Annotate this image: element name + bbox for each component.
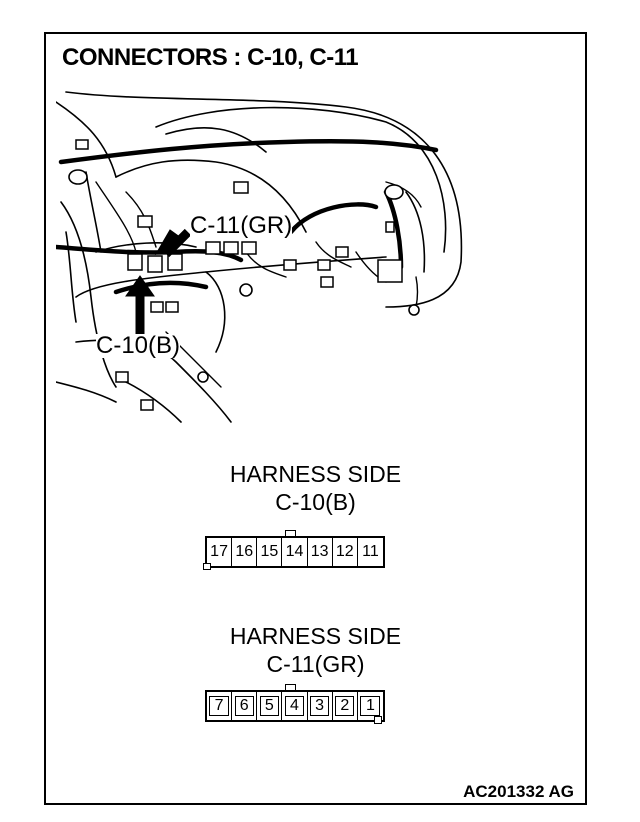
- pin-number: 11: [362, 543, 379, 560]
- pin-cell: 4: [282, 692, 308, 720]
- figure-code: AC201332 AG: [463, 782, 574, 801]
- pin-cell: 5: [257, 692, 283, 720]
- pin-number: 6: [234, 695, 254, 717]
- pin-number: 4: [284, 695, 305, 717]
- pin-number: 5: [259, 695, 279, 717]
- figure-frame: [44, 32, 587, 805]
- connector-c10-foot: [203, 563, 211, 570]
- harness-side-c11-name: C-11(GR): [266, 651, 365, 677]
- harness-illustration: [56, 91, 463, 423]
- pin-number: 12: [335, 543, 354, 560]
- connector-c11-foot: [374, 716, 382, 724]
- pin-number: 13: [310, 543, 329, 560]
- pin-cell: 15: [257, 538, 283, 566]
- pin-cell: 3: [308, 692, 333, 720]
- pin-cell: 16: [232, 538, 258, 566]
- pin-number: 3: [309, 695, 330, 717]
- pin-cell: 11: [358, 538, 383, 566]
- harness-side-c11-label: HARNESS SIDE: [229, 623, 402, 649]
- pin-number: 1: [360, 695, 381, 717]
- harness-side-c10-name: C-10(B): [275, 489, 356, 515]
- pin-cell: 6: [232, 692, 258, 720]
- pin-cell: 13: [308, 538, 333, 566]
- callout-c10: C-10(B): [96, 332, 181, 359]
- pin-number: 14: [285, 543, 304, 560]
- pin-number: 7: [209, 695, 229, 717]
- callout-c11: C-11(GR): [190, 212, 293, 239]
- page-title: CONNECTORS : C-10, C-11: [62, 44, 359, 71]
- pin-cell: 14: [282, 538, 308, 566]
- pin-number: 2: [335, 695, 355, 717]
- pin-cell: 7: [207, 692, 233, 720]
- pin-number: 16: [235, 543, 254, 560]
- pin-cell: 12: [333, 538, 358, 566]
- connector-c10: 17 16 15 14 13 12 11: [205, 536, 385, 568]
- harness-side-c10-label: HARNESS SIDE: [229, 461, 402, 487]
- pin-number: 17: [210, 543, 228, 560]
- pin-number: 15: [260, 543, 279, 560]
- pin-cell: 17: [207, 538, 233, 566]
- pin-cell: 2: [333, 692, 358, 720]
- pin-cell: 1: [358, 692, 383, 720]
